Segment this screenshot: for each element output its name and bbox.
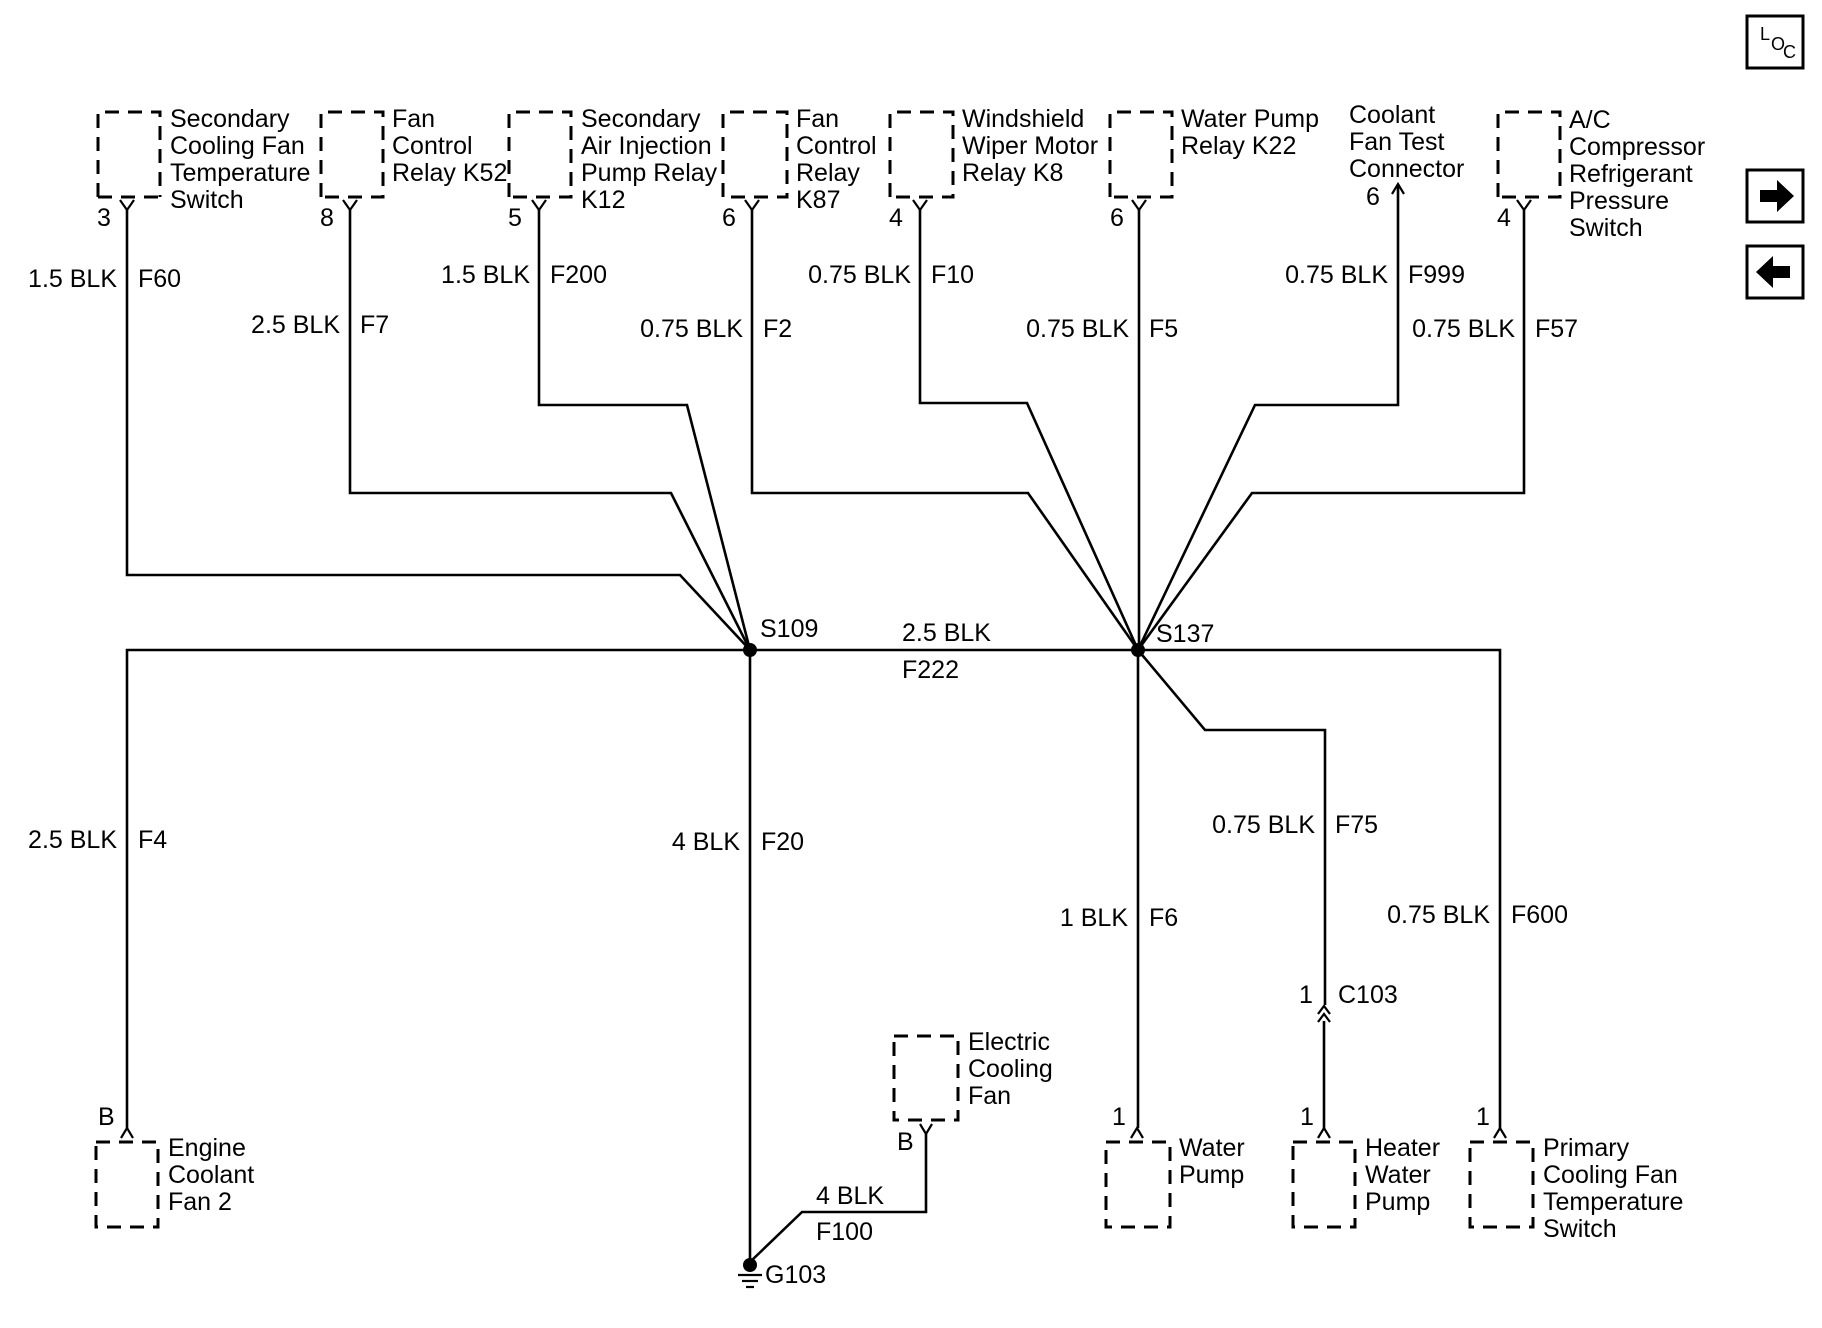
wire-f57-circuit: F57: [1535, 315, 1578, 343]
sec-fan-temp-switch-box: [96, 110, 162, 199]
pin-electric-cooling-fan: B: [897, 1128, 914, 1156]
wire-f7-circuit: F7: [360, 311, 389, 339]
fan-relay-k87-box: [721, 110, 789, 199]
arrow-left-icon[interactable]: [1745, 244, 1805, 300]
pin-water-pump: 1: [1112, 1103, 1126, 1131]
wire-f20-gauge: 4 BLK: [672, 828, 740, 856]
wire-f7-gauge: 2.5 BLK: [251, 311, 340, 339]
wire-f5-circuit: F5: [1149, 315, 1178, 343]
wire-f999-circuit: F999: [1408, 261, 1465, 289]
pin-fan-relay-k52: 8: [320, 204, 334, 232]
heater-water-pump-box: [1291, 1140, 1357, 1229]
splice-s137-label: S137: [1156, 620, 1214, 648]
wire-f60: [125, 210, 751, 651]
water-pump-box: [1104, 1140, 1172, 1229]
wire-f4-gauge: 2.5 BLK: [28, 826, 117, 854]
connector-c103-symbol: [1317, 1004, 1331, 1023]
wire-f57: [1136, 210, 1526, 651]
water-pump-label: Water Pump: [1179, 1134, 1252, 1189]
wire-f7: [348, 210, 752, 651]
ground-icon: [738, 1258, 762, 1289]
water-pump-relay-k22-box: [1108, 110, 1174, 199]
wire-f600-circuit: F600: [1511, 901, 1568, 929]
electric-cooling-fan-box: [892, 1034, 960, 1122]
wire-f10-gauge: 0.75 BLK: [808, 261, 911, 289]
wire-f57-gauge: 0.75 BLK: [1412, 315, 1515, 343]
connector-c103-pin: 1: [1299, 981, 1313, 1009]
primary-fan-temp-switch-label: Primary Cooling Fan Temperature Switch: [1543, 1134, 1690, 1243]
ac-pressure-switch-box: [1496, 110, 1562, 199]
wire-f999-gauge: 0.75 BLK: [1285, 261, 1388, 289]
pin-water-pump-relay-k22: 6: [1110, 204, 1124, 232]
splice-s137-dot: [1131, 643, 1145, 657]
wire-f222: [125, 648, 1502, 1128]
wire-f222-gauge: 2.5 BLK: [902, 619, 991, 647]
wires: [125, 184, 1526, 1263]
wire-f2-circuit: F2: [763, 315, 792, 343]
loc-icon-l: L: [1760, 24, 1770, 44]
wire-f60-circuit: F60: [138, 265, 181, 293]
wire-f75-circuit: F75: [1335, 811, 1378, 839]
loc-icon-o: O: [1771, 34, 1785, 54]
engine-coolant-fan2-label: Engine Coolant Fan 2: [168, 1134, 261, 1216]
splice-s109-label: S109: [760, 615, 818, 643]
pin-wiper-relay-k8: 4: [889, 204, 903, 232]
electric-cooling-fan-label: Electric Cooling Fan: [968, 1028, 1060, 1110]
pin-sec-fan-temp-switch: 3: [97, 204, 111, 232]
sec-air-pump-relay-box: [507, 110, 573, 199]
pin-sec-air-pump-relay: 5: [508, 204, 522, 232]
pin-primary-fan-temp-switch: 1: [1476, 1103, 1490, 1131]
wire-f20-circuit: F20: [761, 828, 804, 856]
loc-icon[interactable]: L O C: [1745, 14, 1805, 70]
water-pump-relay-k22-label: Water Pump Relay K22: [1181, 105, 1326, 160]
wire-f200-gauge: 1.5 BLK: [441, 261, 530, 289]
wire-f4-circuit: F4: [138, 826, 167, 854]
wire-f999: [1136, 184, 1400, 651]
wire-f10-circuit: F10: [931, 261, 974, 289]
wire-f200-circuit: F200: [550, 261, 607, 289]
fan-relay-k87-label: Fan Control Relay K87: [796, 105, 884, 214]
wire-f10: [918, 210, 1140, 651]
engine-coolant-fan2-box: [94, 1140, 160, 1229]
wire-f2-gauge: 0.75 BLK: [640, 315, 743, 343]
wire-f100-gauge: 4 BLK: [816, 1182, 884, 1210]
ac-pressure-switch-label: A/C Compressor Refrigerant Pressure Swit…: [1569, 106, 1712, 242]
fan-relay-k52-box: [319, 110, 385, 199]
pin-heater-water-pump: 1: [1300, 1103, 1314, 1131]
wiper-relay-k8-box: [888, 110, 955, 199]
ground-g103-label: G103: [765, 1261, 826, 1289]
wire-f6-gauge: 1 BLK: [1060, 904, 1128, 932]
wire-f222-circuit: F222: [902, 656, 959, 684]
wire-f600-gauge: 0.75 BLK: [1387, 901, 1490, 929]
wire-f100: [749, 1134, 928, 1263]
wire-f100-circuit: F100: [816, 1218, 873, 1246]
wire-f2: [750, 210, 1140, 651]
connector-c103-label: C103: [1338, 981, 1398, 1009]
pin-engine-coolant-fan2: B: [98, 1103, 115, 1131]
heater-water-pump-label: Heater Water Pump: [1365, 1134, 1447, 1216]
fan-relay-k52-label: Fan Control Relay K52: [392, 105, 507, 187]
wire-f60-gauge: 1.5 BLK: [28, 265, 117, 293]
sec-fan-temp-switch-label: Secondary Cooling Fan Temperature Switch: [170, 105, 317, 214]
wire-f5-gauge: 0.75 BLK: [1026, 315, 1129, 343]
loc-icon-c: C: [1783, 42, 1796, 62]
pin-coolant-fan-test-conn: 6: [1366, 183, 1380, 211]
wire-f75-gauge: 0.75 BLK: [1212, 811, 1315, 839]
sec-air-pump-relay-label: Secondary Air Injection Pump Relay K12: [581, 105, 724, 214]
wire-f6-circuit: F6: [1149, 904, 1178, 932]
arrow-right-icon[interactable]: [1745, 168, 1805, 224]
wire-f75: [1137, 649, 1327, 1005]
pin-ac-pressure-switch: 4: [1497, 204, 1511, 232]
primary-fan-temp-switch-box: [1468, 1140, 1535, 1229]
wire-f200: [537, 210, 752, 651]
wiper-relay-k8-label: Windshield Wiper Motor Relay K8: [962, 105, 1105, 187]
coolant-fan-test-conn-label: Coolant Fan Test Connector: [1349, 101, 1464, 183]
splice-s109-dot: [743, 643, 757, 657]
pin-fan-relay-k87: 6: [722, 204, 736, 232]
